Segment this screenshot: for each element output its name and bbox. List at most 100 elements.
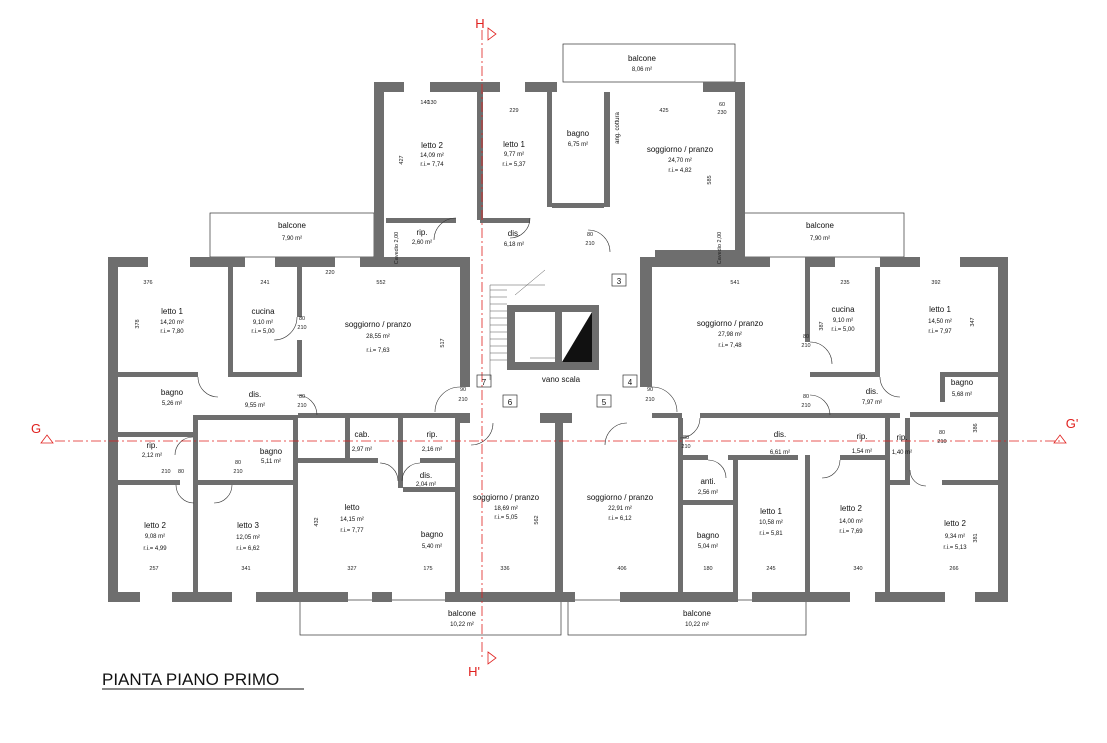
dimension-labels: 140 130 376 241 220 552 541 235 392 229 … xyxy=(135,100,979,572)
room-ri: r.i.= 7,48 xyxy=(718,343,742,349)
room-area: 8,06 m² xyxy=(632,67,652,73)
stair-numbers: 3 4 5 6 7 xyxy=(476,273,638,408)
room-area: 7,90 m² xyxy=(282,236,302,242)
plan-title: PIANTA PIANO PRIMO xyxy=(102,670,279,689)
room-ri: r.i.= 5,81 xyxy=(759,531,783,537)
dimension: 257 xyxy=(149,566,158,572)
room-name: balcone xyxy=(628,54,657,63)
section-arrow-top xyxy=(487,27,497,41)
staircase xyxy=(489,269,555,380)
section-mark-left: G xyxy=(31,421,41,436)
door-width: 80 xyxy=(587,232,593,238)
room-name: soggiorno / pranzo xyxy=(647,145,714,154)
balcony-bottom-left-outline xyxy=(299,599,562,636)
room-ri: r.i.= 5,00 xyxy=(251,329,275,335)
room-name: rip. xyxy=(146,441,157,450)
dimension: 140 xyxy=(420,100,429,106)
dimension: 220 xyxy=(325,270,334,276)
stair-number: 4 xyxy=(628,378,633,387)
section-mark-right: G' xyxy=(1066,416,1079,431)
room-area: 9,08 m² xyxy=(145,534,165,540)
room-ri: r.i.= 7,97 xyxy=(928,329,952,335)
dimension: 229 xyxy=(509,108,518,114)
room-area: 14,50 m² xyxy=(928,319,952,325)
room-area: 12,05 m² xyxy=(236,535,260,541)
dimension: 517 xyxy=(440,338,446,347)
dimension: 541 xyxy=(730,280,739,286)
door-height: 210 xyxy=(645,397,654,403)
room-area: 2,56 m² xyxy=(698,490,718,496)
door-width: 80 xyxy=(235,460,241,466)
room-ri: r.i.= 6,62 xyxy=(236,546,260,552)
dimension: 376 xyxy=(143,280,152,286)
room-area: 9,34 m² xyxy=(945,534,965,540)
door-width: 80 xyxy=(803,334,809,340)
room-name: soggiorno / pranzo xyxy=(587,493,654,502)
room-name: rip. xyxy=(896,433,907,442)
room-ri: r.i.= 4,99 xyxy=(143,546,167,552)
dimension: 425 xyxy=(659,108,668,114)
door-height: 210 xyxy=(233,469,242,475)
room-area: 5,26 m² xyxy=(162,401,182,407)
room-labels: balcone 8,06 m² letto 2 14,09 m² r.i.= 7… xyxy=(142,54,974,628)
door-height: 210 xyxy=(297,325,306,331)
dimension: 387 xyxy=(819,321,825,330)
room-name: anti. xyxy=(700,477,715,486)
room-area: 7,97 m² xyxy=(862,400,882,406)
room-area: 27,98 m² xyxy=(718,332,742,338)
dimension: 327 xyxy=(347,566,356,572)
room-area: 6,61 m² xyxy=(770,450,790,456)
balcony-top-outline xyxy=(562,43,736,83)
room-ri: r.i.= 7,69 xyxy=(839,529,863,535)
room-name: bagno xyxy=(260,447,283,456)
dimension: 336 xyxy=(500,566,509,572)
room-area: 10,22 m² xyxy=(685,622,709,628)
room-area: 28,55 m² xyxy=(366,334,390,340)
room-name: letto 1 xyxy=(929,305,951,314)
balcony-left-outline xyxy=(209,212,375,258)
stair-number: 6 xyxy=(508,398,513,407)
dimension: 340 xyxy=(853,566,862,572)
dimension: 406 xyxy=(617,566,626,572)
door-width: 90 xyxy=(647,387,653,393)
room-name: bagno xyxy=(421,530,444,539)
room-area: 5,11 m² xyxy=(261,459,281,465)
section-arrow-left xyxy=(40,434,54,444)
dimension: 60 xyxy=(719,102,725,108)
room-area: 18,69 m² xyxy=(494,506,518,512)
dimension: 378 xyxy=(135,319,141,328)
dimension: 392 xyxy=(931,280,940,286)
room-area: 2,16 m² xyxy=(422,447,442,453)
room-name: soggiorno / pranzo xyxy=(345,320,412,329)
dimension: 386 xyxy=(973,423,979,432)
dimension: 341 xyxy=(241,566,250,572)
room-name: bagno xyxy=(951,378,974,387)
door-width: 80 xyxy=(939,430,945,436)
room-area: 1,54 m² xyxy=(852,449,872,455)
room-area: 7,90 m² xyxy=(810,236,830,242)
room-name: soggiorno / pranzo xyxy=(473,493,540,502)
room-area: 5,68 m² xyxy=(952,392,972,398)
room-area: 5,40 m² xyxy=(422,544,442,550)
dimension: 347 xyxy=(970,317,976,326)
dimension: 427 xyxy=(399,155,405,164)
room-ri: r.i.= 7,80 xyxy=(160,329,184,335)
room-area: 2,04 m² xyxy=(416,482,436,488)
room-area: 14,15 m² xyxy=(340,517,364,523)
room-area: 2,60 m² xyxy=(412,240,432,246)
room-name: letto 2 xyxy=(144,521,166,530)
walls xyxy=(108,82,1008,602)
door-swings xyxy=(174,217,927,504)
section-mark-bottom: H' xyxy=(468,664,480,679)
room-area: 6,75 m² xyxy=(568,142,588,148)
room-area: 9,10 m² xyxy=(253,320,273,326)
dimension: 562 xyxy=(534,515,540,524)
dimension: 245 xyxy=(766,566,775,572)
room-name: letto 3 xyxy=(237,521,259,530)
dimension: 241 xyxy=(260,280,269,286)
door-width: 80 xyxy=(178,469,184,475)
door-width: 90 xyxy=(460,387,466,393)
room-name: balcone xyxy=(683,609,712,618)
room-ri: r.i.= 7,77 xyxy=(340,528,364,534)
dimension: 552 xyxy=(376,280,385,286)
